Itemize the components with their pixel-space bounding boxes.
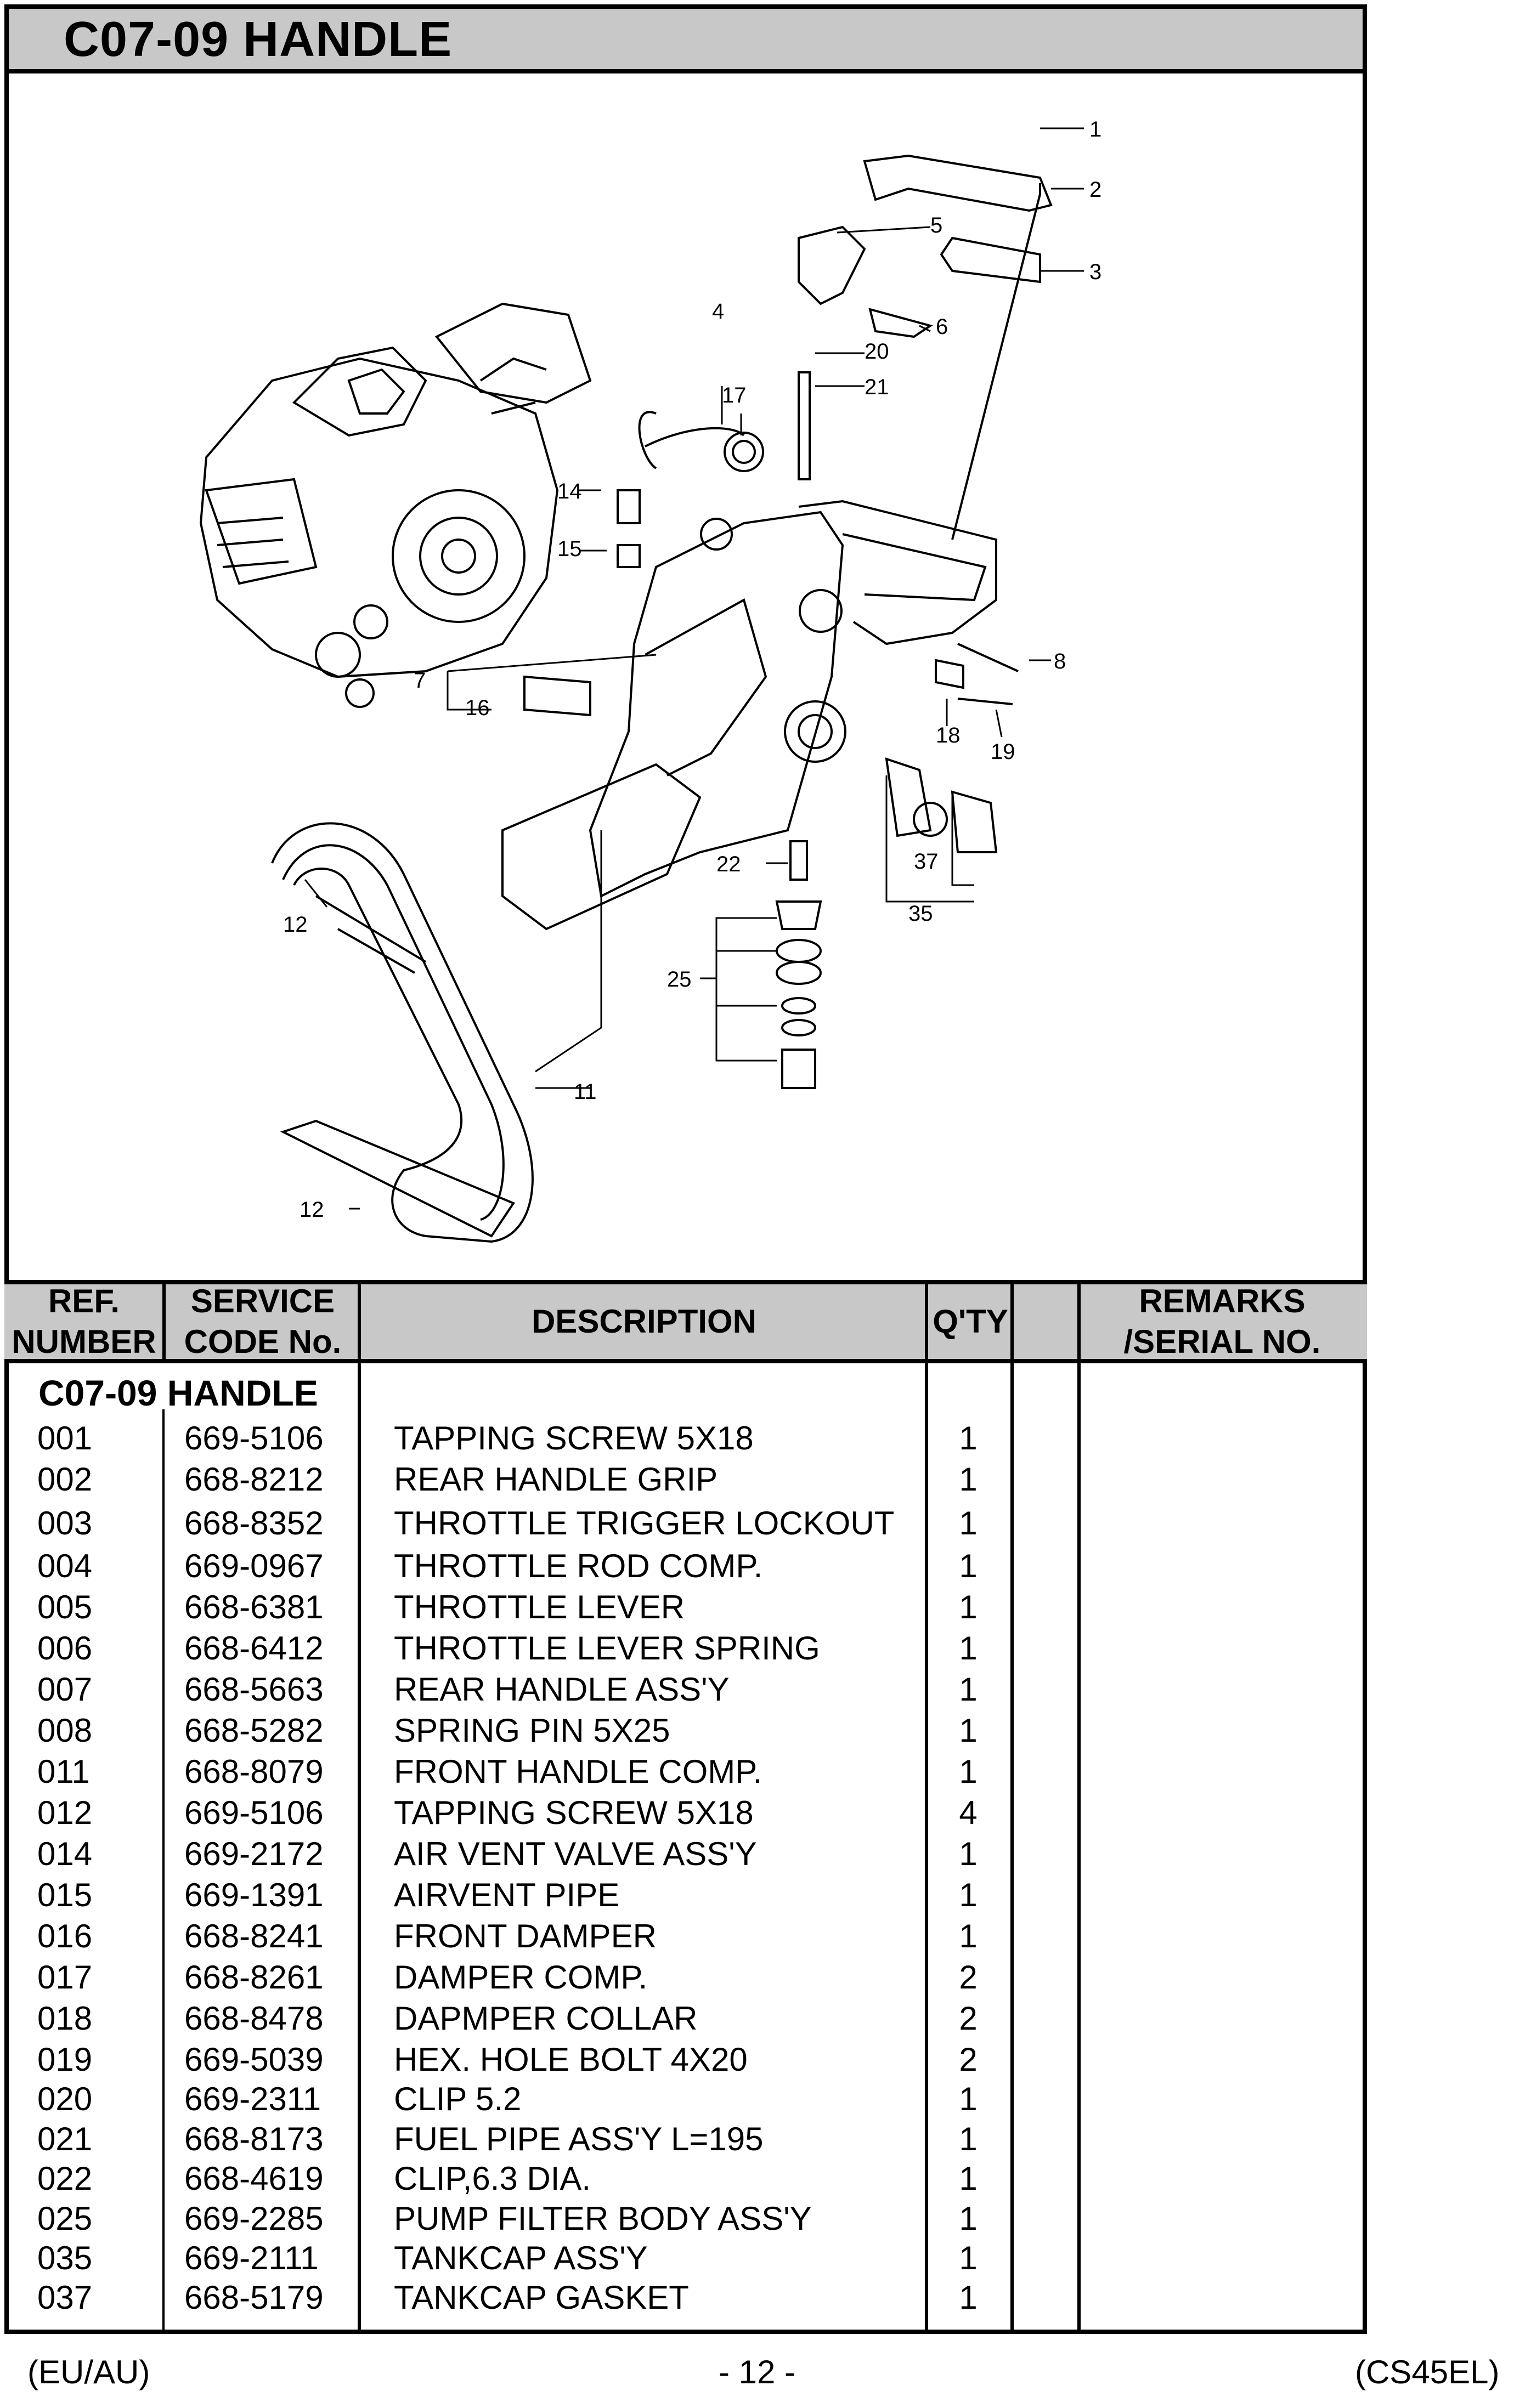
callout-3: 3 xyxy=(1089,260,1101,284)
callout-11: 11 xyxy=(574,1080,597,1104)
callout-4: 4 xyxy=(712,299,724,324)
callout-16: 16 xyxy=(465,696,490,720)
col-divider-desc xyxy=(925,1280,928,2330)
callout-21: 21 xyxy=(865,375,889,399)
callout-7: 7 xyxy=(414,668,426,693)
callout-12-lower: 12 xyxy=(300,1198,324,1222)
footer-region: (EU/AU) xyxy=(27,2354,150,2390)
col-divider-remarks xyxy=(1077,1280,1081,2330)
diagram-svg: 1 2 3 4 5 6 7 8 11 12 12 14 15 16 17 18 … xyxy=(199,117,1101,1243)
page-frame: C07-09 HANDLE xyxy=(4,4,1367,2334)
col-divider-code xyxy=(358,1280,361,2330)
callout-20: 20 xyxy=(865,339,889,364)
callout-5: 5 xyxy=(930,213,942,237)
col-divider-ref xyxy=(162,1409,165,2334)
callout-14: 14 xyxy=(557,479,582,503)
callout-35: 35 xyxy=(908,902,933,926)
footer-page-number: - 12 - xyxy=(719,2354,796,2390)
title-bar: C07-09 HANDLE xyxy=(9,9,1363,73)
callout-8: 8 xyxy=(1054,649,1066,673)
header-qty: Q'TY xyxy=(933,1303,1008,1340)
callout-37: 37 xyxy=(914,849,939,874)
exploded-parts-diagram: 1 2 3 4 5 6 7 8 11 12 12 14 15 16 17 18 … xyxy=(9,73,1363,1289)
header-remarks: REMARKS/SERIAL NO. xyxy=(1123,1283,1321,1360)
callout-1: 1 xyxy=(1089,117,1101,141)
callout-6: 6 xyxy=(936,315,948,339)
engine-drawing xyxy=(199,302,592,708)
top-parts-drawing xyxy=(523,154,1053,1089)
callout-19: 19 xyxy=(991,740,1015,764)
page-title: C07-09 HANDLE xyxy=(64,12,453,67)
header-ref-number: REF.NUMBER xyxy=(12,1283,156,1360)
callout-12-upper: 12 xyxy=(283,913,308,937)
section-title: C07-09 HANDLE xyxy=(38,1373,318,1413)
col-divider-qty xyxy=(1010,1280,1014,2330)
header-description: DESCRIPTION xyxy=(531,1303,757,1340)
front-handle-drawing xyxy=(271,822,534,1243)
callout-25: 25 xyxy=(667,967,692,991)
callout-2: 2 xyxy=(1089,178,1101,202)
callout-18: 18 xyxy=(936,723,961,747)
callout-22: 22 xyxy=(716,852,741,876)
rear-handle-drawing xyxy=(501,500,997,931)
callout-17: 17 xyxy=(722,383,747,407)
footer-model: (CS45EL) xyxy=(1355,2354,1500,2390)
callout-15: 15 xyxy=(557,537,582,561)
col-divider-ref-header xyxy=(162,1280,166,1359)
leader-lines xyxy=(304,127,1084,1210)
